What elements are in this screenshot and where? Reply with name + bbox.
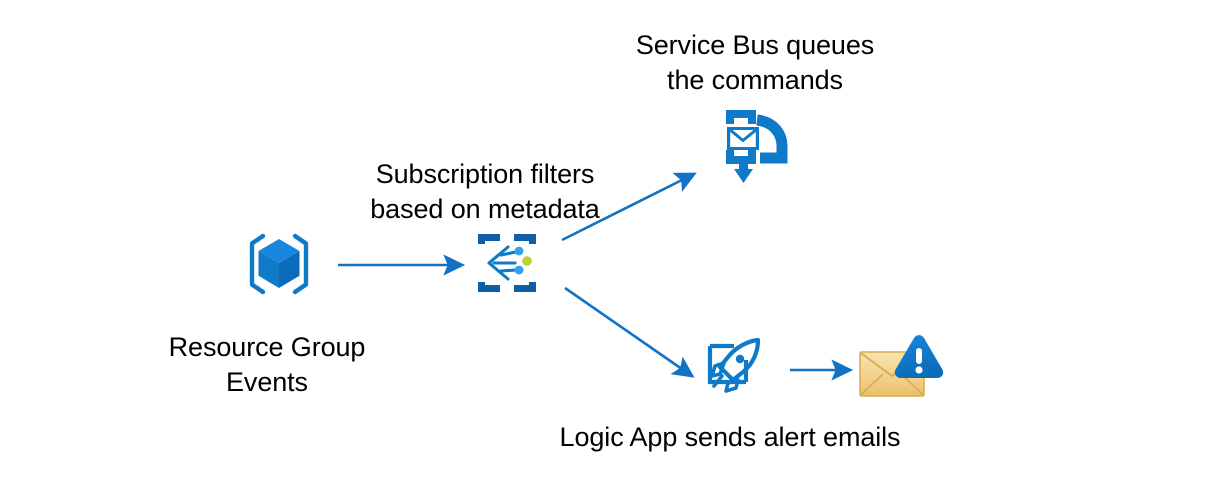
logic-app-rocket-icon bbox=[704, 336, 768, 405]
service-bus-queue-icon bbox=[712, 106, 792, 191]
event-grid-icon bbox=[474, 230, 540, 301]
connector-eventgrid-to-logicapp bbox=[564, 286, 695, 378]
resource-group-cube-icon bbox=[243, 228, 315, 305]
logic-app-label: Logic App sends alert emails bbox=[559, 422, 901, 452]
service-bus-label: Service Bus queues the commands bbox=[635, 30, 875, 95]
alert-email-icon bbox=[856, 332, 948, 409]
resource-group-label: Resource Group Events bbox=[168, 332, 366, 397]
subscription-filters-label: Subscription filters based on metadata bbox=[370, 159, 600, 224]
